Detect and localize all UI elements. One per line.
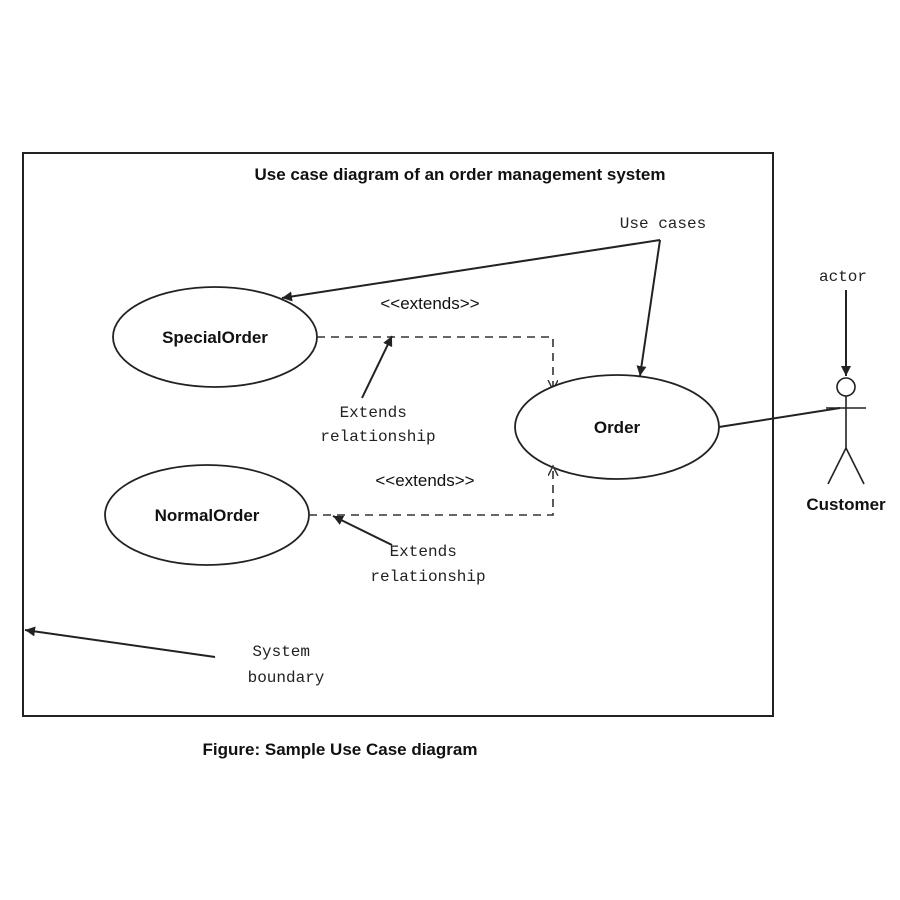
actor-annotation: actor xyxy=(819,268,867,286)
use-case-order-label: Order xyxy=(594,418,641,437)
actor-customer-label: Customer xyxy=(806,495,886,514)
actor-right-leg xyxy=(845,447,865,485)
extends-relationship-annotation-bottom: Extends relationship xyxy=(370,543,485,586)
extends-connector-top xyxy=(317,336,553,390)
use-case-specialorder-label: SpecialOrder xyxy=(162,328,268,347)
extends-label-bottom: <<extends>> xyxy=(375,471,474,490)
use-cases-arrow-to-specialorder xyxy=(281,239,661,302)
extends-annotation-arrow-top xyxy=(361,335,393,399)
actor-customer[interactable] xyxy=(826,377,866,485)
system-boundary-annotation: System boundary xyxy=(248,643,325,687)
system-boundary-annotation-arrow xyxy=(24,626,216,658)
extends-label-top: <<extends>> xyxy=(380,294,479,313)
extends-relationship-annotation-top: Extends relationship xyxy=(320,404,435,446)
use-cases-arrow-to-order xyxy=(636,239,661,377)
association-order-customer xyxy=(718,407,841,428)
extends-annotation-arrow-bottom xyxy=(332,515,393,546)
system-boundary-box xyxy=(22,152,774,717)
figure-caption: Figure: Sample Use Case diagram xyxy=(203,740,478,759)
actor-left-leg xyxy=(827,447,847,485)
extends-connector-bottom xyxy=(309,466,553,516)
diagram-title: Use case diagram of an order management … xyxy=(255,165,666,184)
use-case-normalorder-label: NormalOrder xyxy=(155,506,260,525)
actor-head xyxy=(836,377,856,397)
use-cases-annotation: Use cases xyxy=(620,215,706,233)
